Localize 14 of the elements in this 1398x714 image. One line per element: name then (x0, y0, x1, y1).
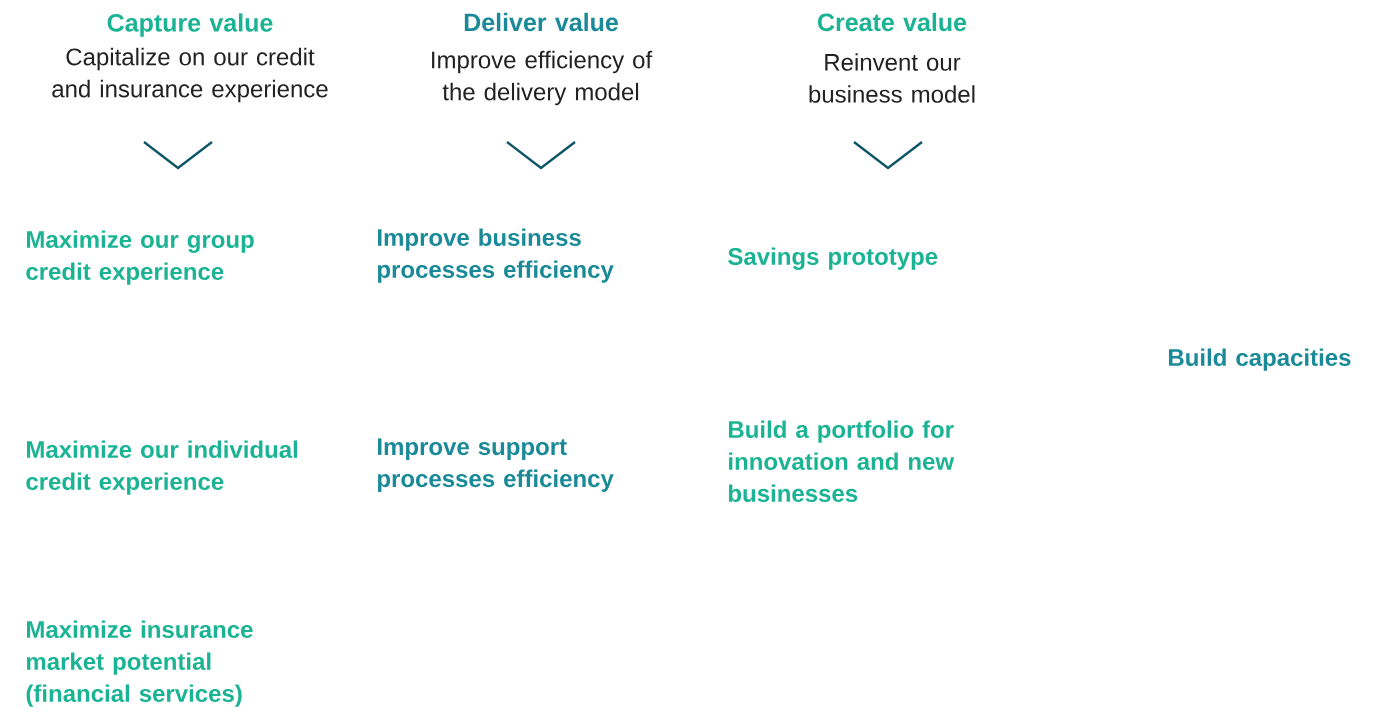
objective-text: Maximize our group credit experience (26, 230, 254, 285)
objective-text: Build a portfolio for innovation and new businesses (729, 420, 955, 502)
objective-text: Build capacities (1169, 348, 1351, 371)
column-heading: Capture value (107, 13, 273, 37)
column-heading: Create value (818, 12, 967, 32)
column-subtitle: Reinvent our business model (809, 53, 975, 103)
objective-text: Improve support processes efficiency (377, 438, 614, 492)
column-subtitle: Improve efficiency of the delivery model (432, 50, 653, 106)
objective-text: Improve business processes efficiency (377, 228, 614, 283)
objective-text: Savings prototype (728, 247, 938, 270)
column-subtitle: Capitalize on our credit and insurance experience (52, 47, 328, 103)
objective-text: Maximize our individual credit experience (26, 440, 298, 495)
column-heading: Deliver value (464, 12, 618, 32)
objective-text: Maximize insurance market potential (financial services) (26, 620, 253, 707)
